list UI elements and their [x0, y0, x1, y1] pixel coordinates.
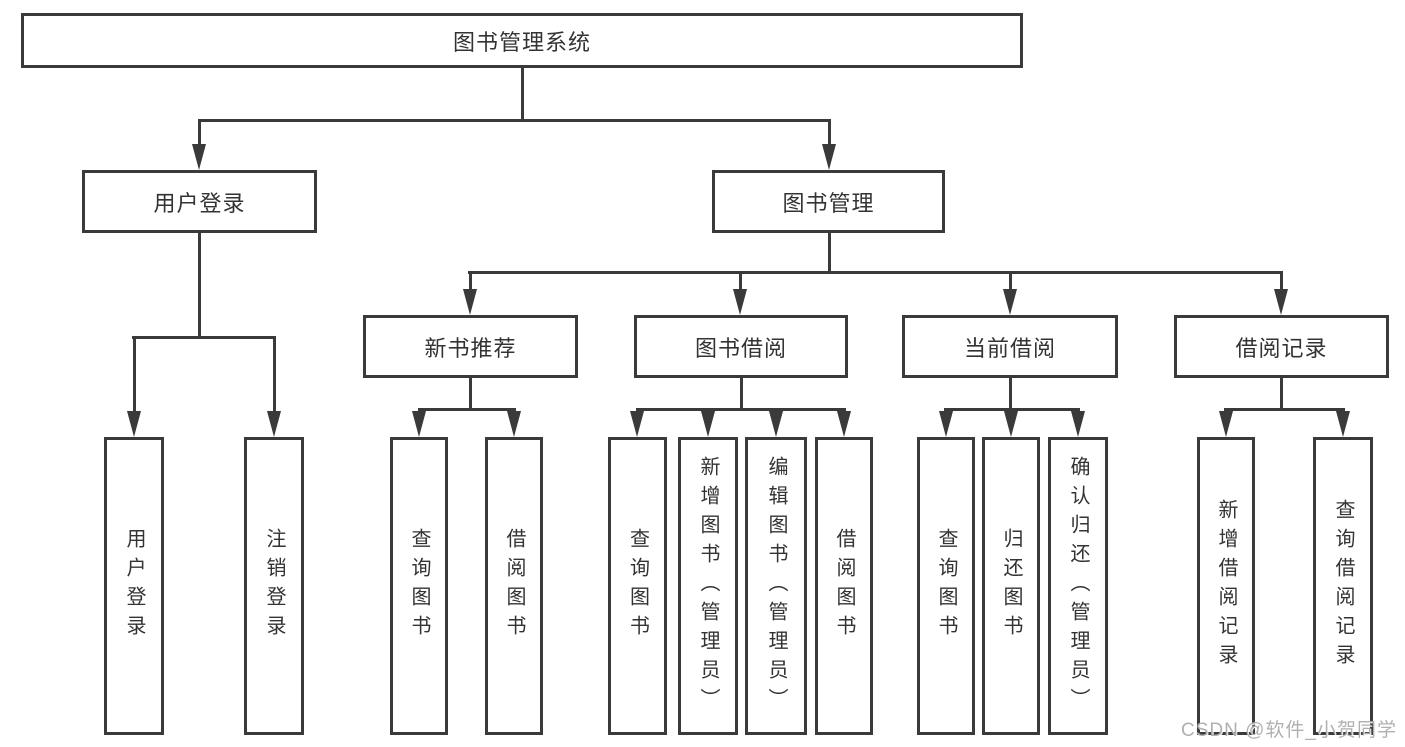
- connector-book-borrow-stem: [740, 376, 743, 411]
- leaf-confirm-return-admin-label: 确认归还（管理员）: [1067, 455, 1089, 717]
- arrow-down-icon-book-management: [822, 144, 836, 170]
- arrow-down-icon-recommend-borrow: [507, 411, 521, 437]
- connector-arrow-shaft-borrow-record: [1280, 271, 1283, 291]
- arrow-down-icon-add-record: [1219, 411, 1233, 437]
- leaf-recommend-borrow-books: 借阅图书: [485, 437, 543, 735]
- leaf-confirm-return-admin: 确认归还（管理员）: [1048, 437, 1108, 735]
- connector-current-borrow-branch: [944, 408, 1080, 411]
- connector-book-borrow-branch: [636, 408, 846, 411]
- arrow-down-icon-current-query: [939, 411, 953, 437]
- leaf-user-login: 用户登录: [104, 437, 164, 735]
- arrow-down-icon-borrow-query: [630, 411, 644, 437]
- leaf-add-borrow-record-label: 新增借阅记录: [1215, 499, 1237, 673]
- arrow-down-icon-return-books: [1004, 411, 1018, 437]
- leaf-recommend-borrow-books-label: 借阅图书: [503, 528, 525, 644]
- arrow-down-icon-borrow-record: [1274, 289, 1288, 315]
- node-user-login-label: 用户登录: [153, 190, 246, 216]
- node-current-borrow-label: 当前借阅: [963, 335, 1056, 361]
- node-root-label: 图书管理系统: [452, 29, 591, 55]
- connector-borrow-record-stem: [1280, 376, 1283, 411]
- connector-new-book-recommend-stem: [469, 376, 472, 411]
- connector-user-login-branch: [132, 336, 276, 339]
- leaf-edit-books-admin: 编辑图书（管理员）: [745, 437, 807, 735]
- leaf-recommend-query-books: 查询图书: [390, 437, 448, 735]
- connector-root-stem: [521, 66, 524, 122]
- leaf-add-borrow-record: 新增借阅记录: [1197, 437, 1255, 735]
- leaf-borrow-books-label: 借阅图书: [833, 528, 855, 644]
- leaf-query-borrow-record-label: 查询借阅记录: [1332, 499, 1354, 673]
- arrow-down-icon-leaf-user-login: [127, 411, 141, 437]
- leaf-add-books-admin-label: 新增图书（管理员）: [697, 455, 719, 717]
- connector-book-management-stem: [828, 231, 831, 274]
- connector-arrow-shaft-leaf-user-login: [133, 336, 136, 413]
- arrow-down-icon-book-borrow: [733, 289, 747, 315]
- connector-user-login-stem: [198, 231, 201, 339]
- leaf-query-borrow-record: 查询借阅记录: [1313, 437, 1373, 735]
- connector-arrow-shaft-new-book-recommend: [469, 271, 472, 291]
- connector-arrow-shaft-book-borrow: [739, 271, 742, 291]
- connector-arrow-shaft-current-borrow: [1009, 271, 1012, 291]
- connector-borrow-record-branch: [1224, 408, 1345, 411]
- leaf-logout-label: 注销登录: [263, 528, 285, 644]
- leaf-return-books: 归还图书: [982, 437, 1040, 735]
- leaf-borrow-query-books: 查询图书: [608, 437, 667, 735]
- node-new-book-recommend: 新书推荐: [363, 315, 578, 378]
- node-user-login: 用户登录: [82, 170, 317, 233]
- node-root: 图书管理系统: [21, 13, 1023, 68]
- leaf-user-login-label: 用户登录: [123, 528, 145, 644]
- connector-new-book-recommend-branch: [418, 408, 516, 411]
- leaf-return-books-label: 归还图书: [1000, 528, 1022, 644]
- connector-arrow-shaft-user-login: [198, 119, 201, 147]
- connector-current-borrow-stem: [1009, 376, 1012, 411]
- csdn-watermark: CSDN @软件_小贺同学: [1181, 720, 1397, 741]
- arrow-down-icon-query-record: [1336, 411, 1350, 437]
- node-new-book-recommend-label: 新书推荐: [424, 335, 517, 361]
- node-book-borrow: 图书借阅: [634, 315, 848, 378]
- leaf-logout: 注销登录: [244, 437, 304, 735]
- node-borrow-record: 借阅记录: [1174, 315, 1389, 378]
- arrow-down-icon-edit-books: [769, 411, 783, 437]
- node-borrow-record-label: 借阅记录: [1235, 335, 1328, 361]
- connector-arrow-shaft-leaf-logout: [273, 336, 276, 413]
- leaf-current-query-books-label: 查询图书: [935, 528, 957, 644]
- node-book-borrow-label: 图书借阅: [694, 335, 787, 361]
- arrow-down-icon-borrow-books: [837, 411, 851, 437]
- leaf-current-query-books: 查询图书: [917, 437, 975, 735]
- node-current-borrow: 当前借阅: [902, 315, 1118, 378]
- leaf-add-books-admin: 新增图书（管理员）: [678, 437, 738, 735]
- leaf-borrow-books: 借阅图书: [815, 437, 873, 735]
- leaf-borrow-query-books-label: 查询图书: [626, 528, 649, 644]
- leaf-edit-books-admin-label: 编辑图书（管理员）: [765, 455, 787, 717]
- arrow-down-icon-leaf-logout: [267, 411, 281, 437]
- arrow-down-icon-recommend-query: [412, 411, 426, 437]
- node-book-management: 图书管理: [712, 170, 945, 233]
- connector-root-branch: [198, 119, 831, 122]
- node-book-management-label: 图书管理: [782, 190, 875, 216]
- connector-book-management-branch: [468, 271, 1283, 274]
- arrow-down-icon-new-book-recommend: [463, 289, 477, 315]
- arrow-down-icon-confirm-return: [1071, 411, 1085, 437]
- leaf-recommend-query-books-label: 查询图书: [408, 528, 430, 644]
- arrow-down-icon-current-borrow: [1003, 289, 1017, 315]
- connector-arrow-shaft-book-management: [828, 119, 831, 147]
- arrow-down-icon-add-books: [701, 411, 715, 437]
- arrow-down-icon-user-login: [192, 144, 206, 170]
